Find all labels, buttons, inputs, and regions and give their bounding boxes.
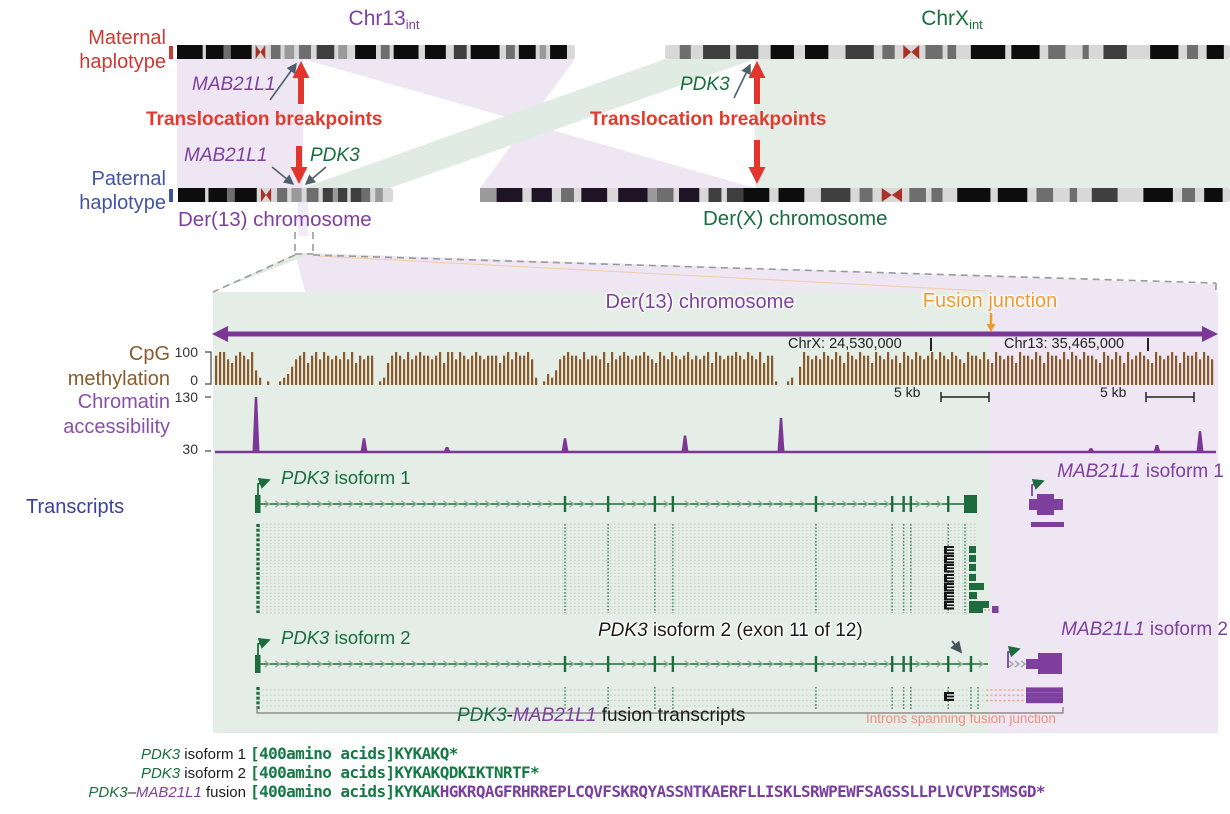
introns-spanning-note: Introns spanning fusion junction xyxy=(866,711,1056,726)
chrx-coordinate: ChrX: 24,530,000 xyxy=(788,336,902,352)
cpg-axis-min: 0 xyxy=(190,372,198,388)
breakpoint-arrows xyxy=(290,61,766,184)
pdk3-label-maternal-x: PDK3 xyxy=(680,74,730,95)
chrx-title: ChrXint xyxy=(921,7,983,32)
scalebar-left-label: 5 kb xyxy=(894,384,921,400)
pdk3-isoform1-reads xyxy=(256,523,999,614)
pdk3-isoform1-label: PDK3 isoform 1 xyxy=(281,467,411,488)
pdk3-exon11-note: PDK3 isoform 2 (exon 11 of 12) xyxy=(598,620,863,641)
derx-chromosome-label: Der(X) chromosome xyxy=(703,207,888,230)
translocation-breakpoints-left: Translocation breakpoints xyxy=(146,109,383,130)
chr13-maternal-ideogram xyxy=(177,45,575,59)
cpg-methylation-track xyxy=(205,351,1214,385)
panel-der13-title: Der(13) chromosome xyxy=(605,291,795,313)
pdk3-isoform1-model xyxy=(255,477,977,513)
atac-axis-max: 130 xyxy=(174,389,198,405)
der13-chromosome-label: Der(13) chromosome xyxy=(178,208,372,231)
mab21l1-isoform1-label: MAB21L1 isoform 1 xyxy=(1057,461,1224,482)
haplotype-ticks xyxy=(169,46,173,202)
cpg-axis-max: 100 xyxy=(174,344,198,360)
atac-axis-min: 30 xyxy=(182,441,198,457)
mab21l1-isoform2-label: MAB21L1 isoform 2 xyxy=(1061,619,1228,640)
maternal-tick-icon xyxy=(169,46,173,59)
pdk3-label-paternal: PDK3 xyxy=(310,145,360,166)
coordinate-ticks-and-scalebars xyxy=(930,338,1195,402)
protein-line-pdk3-iso1: PDK3 isoform 1 [400amino acids]KYKAKQ* xyxy=(140,744,458,763)
transcripts-label: Transcripts xyxy=(26,496,125,518)
derx-paternal-ideogram xyxy=(480,188,1230,202)
translocation-bands xyxy=(177,59,1230,188)
mab21l1-isoform1-model xyxy=(1029,478,1064,527)
fusion-junction-arrow xyxy=(986,313,996,332)
scalebar-right-label: 5 kb xyxy=(1100,384,1127,400)
fusion-transcripts-bracket xyxy=(256,707,1064,714)
protein-line-fusion: PDK3–MAB21L1 fusion [400amino acids]KYKA… xyxy=(88,782,1045,801)
fusion-junction-label: Fusion junction xyxy=(922,290,1058,312)
mab21l1-label-maternal: MAB21L1 xyxy=(192,74,276,95)
chr13-coordinate: Chr13: 35,465,000 xyxy=(1004,336,1125,352)
chr13-title: Chr13int xyxy=(348,7,420,32)
zoom-fan xyxy=(213,202,1216,292)
maternal-haplotype-label: Maternal haplotype xyxy=(79,27,166,73)
pdk3-isoform2-model xyxy=(255,637,988,673)
paternal-haplotype-label: Paternal haplotype xyxy=(79,168,166,214)
cpg-methylation-label: CpG methylation xyxy=(67,343,170,390)
der13-span-arrow xyxy=(212,326,1218,342)
chr13-subscript: int xyxy=(405,17,420,32)
mab21l1-label-paternal: MAB21L1 xyxy=(184,145,268,166)
paternal-tick-icon xyxy=(169,189,173,202)
fusion-transcripts-label: PDK3-MAB21L1 fusion transcripts xyxy=(457,705,746,726)
chromatin-accessibility-track xyxy=(205,396,1216,454)
mab21l1-isoform2-model xyxy=(1007,645,1062,674)
chrx-subscript: int xyxy=(969,17,983,32)
fusion-transcript-reads xyxy=(256,687,1063,709)
translocation-breakpoints-right: Translocation breakpoints xyxy=(590,109,827,130)
pdk3-isoform2-label: PDK3 isoform 2 xyxy=(281,627,411,648)
chromatin-accessibility-label: Chromatin accessibility xyxy=(63,391,170,438)
chrx-maternal-ideogram xyxy=(665,45,1230,59)
protein-line-pdk3-iso2: PDK3 isoform 2 [400amino acids]KYKAKQDKI… xyxy=(140,763,540,782)
der13-paternal-ideogram xyxy=(178,188,393,202)
zoom-dashed-lines xyxy=(212,232,1217,293)
gene-pointer-arrows xyxy=(269,62,751,186)
